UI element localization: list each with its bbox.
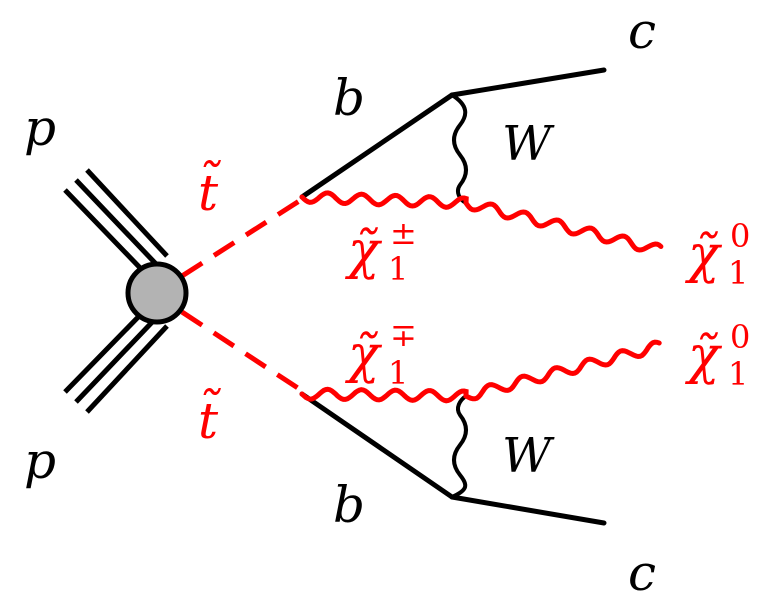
stop-top-line (180, 193, 309, 279)
chargino-top-label: χ̃ ± 1 (344, 214, 417, 288)
proton-bottom-lines (63, 306, 169, 414)
w-boson-top-label: W (502, 116, 555, 172)
svg-text:1: 1 (388, 250, 408, 288)
proton-top-label: p (24, 99, 56, 157)
w-boson-bottom-label: W (502, 428, 555, 484)
svg-text:0: 0 (730, 217, 750, 255)
b-quark-bottom-label: b (333, 476, 365, 534)
chargino-neutralino-bottom-line (299, 339, 662, 404)
proton-bottom-label: p (24, 432, 56, 490)
svg-text:1: 1 (728, 355, 748, 393)
stop-top-label: t̃ (198, 160, 221, 222)
w-boson-top-line (450, 93, 468, 205)
neutralino-bottom-label: χ̃ 0 1 (684, 318, 750, 393)
interaction-vertex-blob (125, 261, 189, 325)
w-boson-bottom-line (451, 394, 468, 499)
svg-text:χ̃: χ̃ (344, 325, 383, 385)
b-quark-top-label: b (333, 69, 365, 127)
neutralino-top-label: χ̃ 0 1 (684, 217, 750, 292)
c-quark-top-line (449, 67, 607, 98)
c-quark-bottom-label: c (628, 544, 656, 600)
svg-text:±: ± (390, 214, 417, 252)
svg-text:∓: ∓ (390, 316, 417, 354)
chargino-bottom-label: χ̃ ∓ 1 (344, 316, 417, 392)
b-quark-bottom-line (299, 391, 455, 500)
c-quark-bottom-line (449, 494, 607, 526)
svg-text:χ̃: χ̃ (684, 225, 723, 285)
stop-bottom-label: t̃ (198, 388, 221, 450)
svg-text:χ̃: χ̃ (684, 326, 723, 386)
svg-text:χ̃: χ̃ (344, 221, 383, 281)
svg-text:1: 1 (728, 254, 748, 292)
stop-bottom-line (180, 309, 309, 397)
svg-text:0: 0 (730, 318, 750, 356)
proton-top-lines (63, 168, 169, 277)
b-quark-top-line (299, 92, 455, 200)
svg-text:1: 1 (388, 354, 408, 392)
chargino-neutralino-top-line (299, 190, 664, 253)
c-quark-top-label: c (628, 2, 656, 60)
